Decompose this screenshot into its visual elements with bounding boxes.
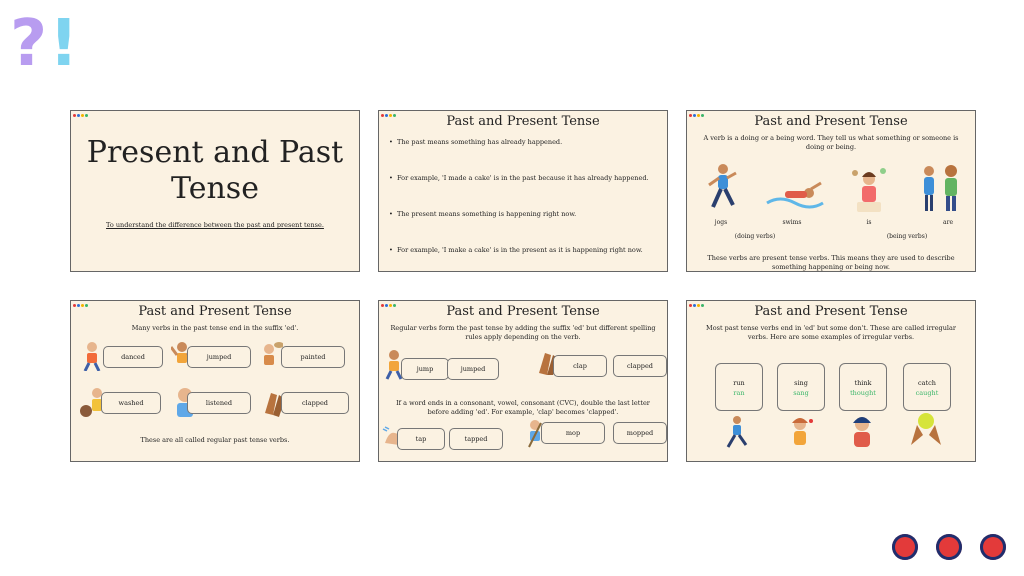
verb-label: swims [782, 219, 802, 226]
present-form: run [733, 379, 745, 387]
slide-thumbnail-4[interactable]: Past and Present Tense Many verbs in the… [70, 300, 360, 462]
irregular-verb-card: think thought [839, 363, 887, 411]
jogging-person-icon [708, 164, 737, 208]
slide-intro: Regular verbs form the past tense by add… [390, 324, 656, 341]
baking-person-icon [852, 168, 886, 212]
slide-title: Past and Present Tense [446, 114, 600, 129]
word-pill: clapped [281, 392, 349, 414]
slide-title: Past and Present Tense [138, 304, 292, 319]
question-exclamation-icon: ?! [10, 7, 79, 81]
word-pill: clap [553, 355, 607, 377]
irregular-verb-card: catch caught [903, 363, 951, 411]
jumping-child-icon [385, 350, 403, 380]
swimming-person-icon [766, 181, 824, 209]
slide-intro: A verb is a doing or a being word. They … [703, 134, 959, 151]
verb-label: are [943, 219, 953, 226]
brand-logo [381, 113, 397, 118]
doing-verbs-label: (doing verbs) [734, 233, 776, 240]
word-pill: painted [281, 346, 345, 368]
slide-thumbnail-1[interactable]: Present and Past Tense To understand the… [70, 110, 360, 272]
painting-child-icon [264, 342, 283, 365]
dancing-child-icon [83, 342, 101, 371]
slide-title: Past and Present Tense [754, 304, 908, 319]
word-pill: listened [187, 392, 251, 414]
brand-logo [73, 303, 89, 308]
red-scribble-icon [936, 534, 962, 560]
brand-logo [73, 113, 89, 118]
word-pill: mop [541, 422, 605, 444]
irregular-verb-card: sing sang [777, 363, 825, 411]
word-pill: mopped [613, 422, 667, 444]
word-pill: danced [103, 346, 163, 368]
verb-label: jogs [714, 219, 728, 226]
mopping-child-icon [528, 420, 542, 448]
spelling-rule: If a word ends in a consonant, vowel, co… [396, 399, 650, 416]
being-verbs-label: (being verbs) [886, 233, 928, 240]
bullet-item: For example, 'I make a cake' is in the p… [389, 246, 657, 254]
washing-child-icon [80, 388, 102, 417]
past-form: ran [733, 389, 745, 397]
brand-logo [689, 113, 705, 118]
slide-footer: These are all called regular past tense … [140, 436, 290, 444]
slide-title: Present and Past Tense [86, 135, 344, 206]
slide-thumbnail-2[interactable]: Past and Present Tense The past means so… [378, 110, 668, 272]
word-pill: washed [101, 392, 161, 414]
running-child-icon [726, 416, 748, 448]
singing-girl-icon [792, 418, 813, 445]
slide-thumbnail-3[interactable]: Past and Present Tense A verb is a doing… [686, 110, 976, 272]
bullet-item: The present means something is happening… [389, 210, 657, 218]
word-pill: jumped [187, 346, 251, 368]
slide-thumbnail-6[interactable]: Past and Present Tense Most past tense v… [686, 300, 976, 462]
word-pill: tap [397, 428, 445, 450]
red-scribble-icon [980, 534, 1006, 560]
slide-title: Past and Present Tense [446, 304, 600, 319]
catching-ball-icon [911, 413, 941, 445]
present-form: think [854, 379, 872, 387]
past-form: thought [850, 389, 876, 397]
verb-label: is [866, 219, 872, 226]
thinking-girl-icon [853, 417, 871, 447]
brand-logo [381, 303, 397, 308]
word-pill: jumped [447, 358, 499, 380]
past-form: caught [915, 389, 939, 397]
slide-footer: These verbs are present tense verbs. Thi… [707, 254, 955, 271]
brand-logo [689, 303, 705, 308]
red-scribble-icon [892, 534, 918, 560]
past-form: sang [793, 389, 809, 397]
slide-intro: Most past tense verbs end in 'ed' but so… [706, 324, 956, 341]
bullet-item: The past means something has already hap… [389, 138, 657, 146]
word-pill: tapped [449, 428, 503, 450]
slide-subtitle: To understand the difference between the… [106, 221, 324, 229]
bullet-item: For example, 'I made a cake' is in the p… [389, 174, 657, 182]
friends-group-icon [924, 165, 957, 211]
present-form: sing [794, 379, 808, 387]
present-form: catch [918, 379, 936, 387]
bullet-list: The past means something has already hap… [379, 138, 667, 254]
word-pill: jump [401, 358, 449, 380]
word-pill: clapped [613, 355, 667, 377]
irregular-verb-card: run ran [715, 363, 763, 411]
slide-intro: Many verbs in the past tense end in the … [131, 324, 299, 332]
slide-thumbnail-5[interactable]: Past and Present Tense Regular verbs for… [378, 300, 668, 462]
slide-title: Past and Present Tense [754, 114, 908, 129]
